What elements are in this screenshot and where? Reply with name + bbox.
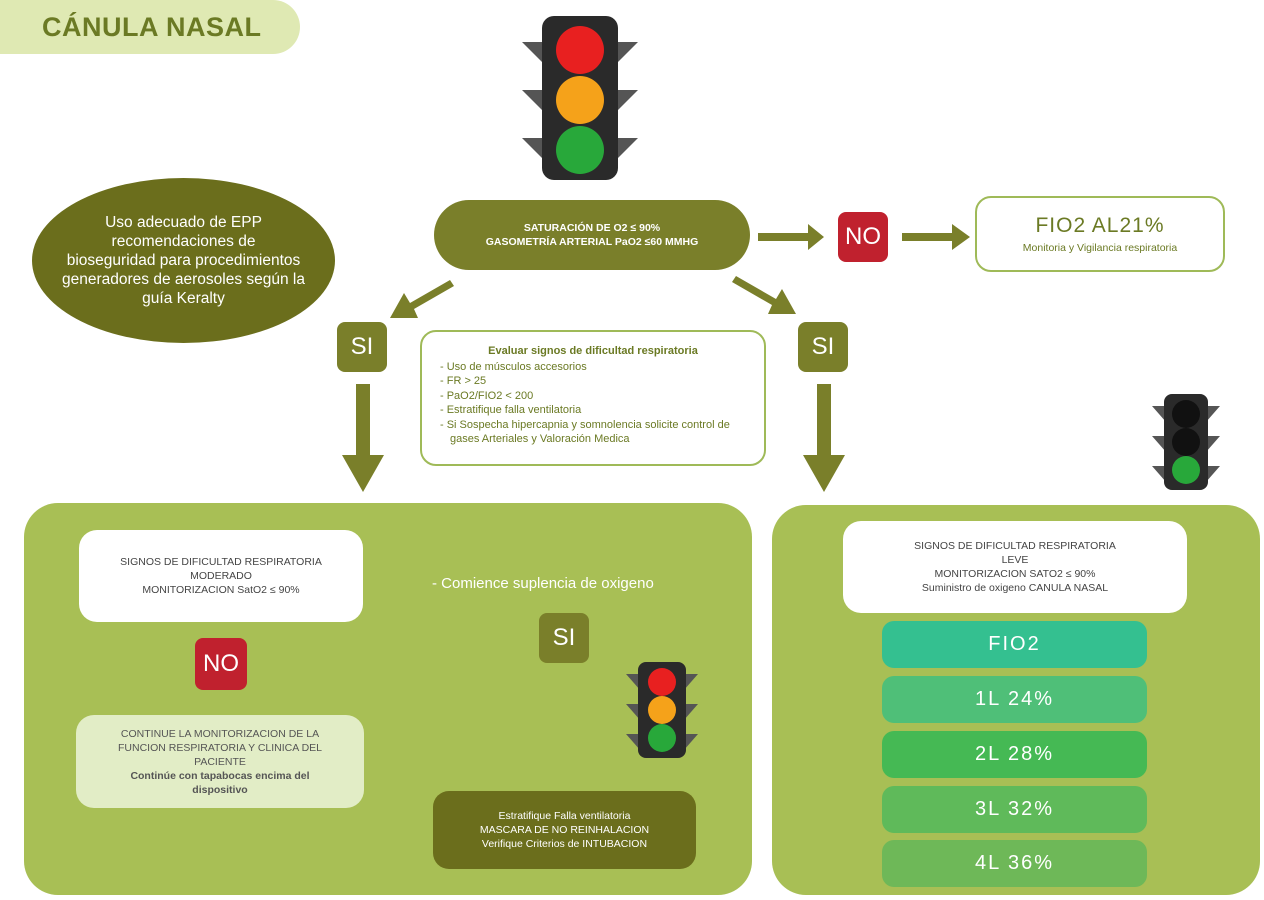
mild-line: LEVE bbox=[1001, 554, 1029, 566]
mild-line: SIGNOS DE DIFICULTAD RESPIRATORIA bbox=[914, 540, 1116, 552]
evaluate-signs-box: Evaluar signos de dificultad respiratori… bbox=[420, 330, 766, 466]
no-badge: NO bbox=[838, 212, 888, 262]
saturation-line: GASOMETRÍA ARTERIAL PaO2 ≤60 MMHG bbox=[485, 236, 699, 248]
fio2-21-subtitle: Monitoria y Vigilancia respiratoria bbox=[1022, 242, 1178, 254]
fio2-row: 3L 32% bbox=[882, 786, 1147, 833]
si-badge: SI bbox=[337, 322, 387, 372]
epp-bubble: Uso adecuado de EPP recomendaciones de b… bbox=[32, 178, 335, 343]
evaluate-item: - FR > 25 bbox=[440, 375, 487, 387]
continue-monitoring-box: CONTINUE LA MONITORIZACION DE LA FUNCION… bbox=[76, 715, 364, 808]
epp-line: generadores de aerosoles según la bbox=[61, 271, 305, 288]
traffic-light-icon bbox=[522, 16, 638, 180]
continue-line: FUNCION RESPIRATORIA Y CLINICA DEL bbox=[117, 741, 323, 754]
evaluate-item: - Uso de músculos accesorios bbox=[440, 360, 587, 373]
arrow-down-icon bbox=[803, 384, 845, 492]
fio2-row: 1L 24% bbox=[882, 676, 1147, 723]
stratify-line: MASCARA DE NO REINHALACION bbox=[479, 824, 650, 836]
si-badge: SI bbox=[798, 322, 848, 372]
moderate-line: MONITORIZACION SatO2 ≤ 90% bbox=[142, 584, 300, 596]
mild-line: Suministro de oxigeno CANULA NASAL bbox=[921, 582, 1109, 594]
arrow-right-icon bbox=[902, 224, 970, 250]
evaluate-title: Evaluar signos de dificultad respiratori… bbox=[488, 345, 698, 357]
evaluate-item: - PaO2/FIO2 < 200 bbox=[440, 389, 534, 402]
arrow-right-icon bbox=[758, 224, 824, 250]
evaluate-item: - Estratifique falla ventilatoria bbox=[440, 404, 582, 416]
arrow-down-icon bbox=[342, 384, 384, 492]
no-badge: NO bbox=[195, 638, 247, 690]
fio2-row: 2L 28% bbox=[882, 731, 1147, 778]
evaluate-item: - Si Sospecha hipercapnia y somnolencia … bbox=[440, 418, 730, 446]
continue-note: dispositivo bbox=[192, 783, 248, 796]
fio2-21-box: FIO2 AL21% Monitoria y Vigilancia respir… bbox=[975, 196, 1225, 272]
arrow-down-left-icon bbox=[390, 280, 454, 318]
stratify-line: Estratifique Falla ventilatoria bbox=[498, 810, 631, 822]
saturation-line: SATURACIÓN DE O2 ≤ 90% bbox=[523, 222, 661, 234]
continue-line: CONTINUE LA MONITORIZACION DE LA bbox=[120, 727, 320, 740]
si-badge: SI bbox=[539, 613, 589, 663]
mild-signs-box: SIGNOS DE DIFICULTAD RESPIRATORIA LEVE M… bbox=[843, 521, 1187, 613]
fio2-table-header: FIO2 bbox=[882, 621, 1147, 668]
page-title: CÁNULA NASAL bbox=[0, 0, 300, 54]
fio2-row: 4L 36% bbox=[882, 840, 1147, 887]
moderate-line: SIGNOS DE DIFICULTAD RESPIRATORIA bbox=[120, 556, 322, 568]
moderate-signs-box: SIGNOS DE DIFICULTAD RESPIRATORIA MODERA… bbox=[79, 530, 363, 622]
epp-line: Uso adecuado de EPP bbox=[105, 214, 262, 231]
moderate-line: MODERADO bbox=[190, 570, 252, 582]
saturation-node: SATURACIÓN DE O2 ≤ 90% GASOMETRÍA ARTERI… bbox=[434, 200, 750, 270]
epp-line: guía Keralty bbox=[142, 290, 225, 307]
traffic-light-icon bbox=[626, 662, 698, 758]
fio2-21-title: FIO2 AL21% bbox=[1035, 214, 1165, 237]
continue-line: PACIENTE bbox=[194, 755, 246, 768]
epp-line: recomendaciones de bbox=[111, 233, 256, 250]
stratify-box: Estratifique Falla ventilatoria MASCARA … bbox=[433, 791, 696, 869]
mild-line: MONITORIZACION SATO2 ≤ 90% bbox=[934, 568, 1096, 580]
stratify-line: Verifique Criterios de INTUBACION bbox=[481, 838, 648, 850]
epp-line: bioseguridad para procedimientos bbox=[66, 252, 301, 269]
continue-note: Continúe con tapabocas encima del bbox=[130, 769, 310, 782]
traffic-light-green-icon bbox=[1152, 394, 1220, 490]
oxygen-supplement-note: - Comience suplencia de oxigeno bbox=[432, 575, 654, 592]
arrow-down-right-icon bbox=[732, 276, 796, 314]
